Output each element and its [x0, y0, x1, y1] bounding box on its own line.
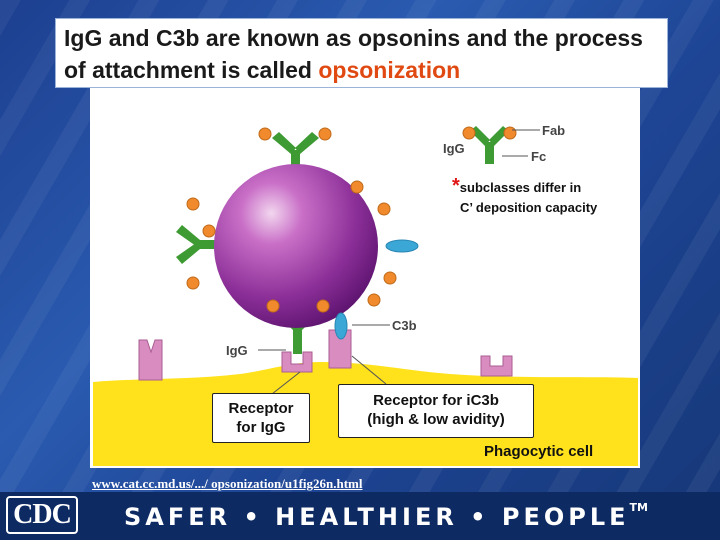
slogan-text: SAFER • HEALTHIER • PEOPLE: [124, 503, 630, 531]
legend-fc-label: Fc: [531, 149, 546, 164]
c3b-fragment-right: [385, 239, 419, 253]
title-accent: opsonization: [318, 57, 461, 83]
receptor-ic3b-line-2: (high & low avidity): [367, 411, 505, 428]
receptor-ic3b-label: Receptor for iC3b (high & low avidity): [338, 384, 534, 438]
note-line-2: C’ deposition capacity: [460, 200, 598, 215]
receptor-igg-label: Receptor for IgG: [212, 393, 310, 443]
note-asterisk: *: [452, 175, 460, 197]
cdc-logo: CDC: [6, 496, 78, 534]
receptor-igg: [281, 351, 313, 373]
legend-fab-label: Fab: [542, 123, 565, 138]
antibody-legend: [470, 126, 509, 164]
c3b-fragment-bottom: [334, 312, 348, 340]
antibody-left: [176, 225, 222, 264]
legend-igg-label: IgG: [443, 141, 465, 156]
source-link[interactable]: www.cat.cc.md.us/.../ opsonization/u1fig…: [92, 476, 363, 491]
phagocytic-cell-label: Phagocytic cell: [484, 443, 594, 460]
receptor-igg-line-1: Receptor: [228, 400, 294, 417]
pointer-lines: [258, 129, 540, 395]
complement-dots: [186, 126, 517, 313]
antibody-top: [272, 132, 319, 178]
receptor-igg-line-2: for IgG: [236, 419, 286, 436]
receptor-right: [480, 355, 513, 377]
title-text: IgG and C3b are known as opsonins and th…: [64, 25, 643, 83]
igg-label: IgG: [226, 343, 248, 358]
receptor-left: [138, 339, 163, 381]
bacterium: [214, 164, 378, 328]
slide-title: IgG and C3b are known as opsonins and th…: [55, 18, 668, 88]
footer-slogan: SAFER • HEALTHIER • PEOPLETM: [124, 501, 648, 531]
subclass-note: *subclasses differ in C’ deposition capa…: [452, 176, 597, 218]
note-line-1: subclasses differ in: [459, 180, 582, 195]
trademark-mark: TM: [629, 501, 648, 514]
receptor-ic3b: [328, 329, 352, 369]
receptor-ic3b-line-1: Receptor for iC3b: [373, 392, 499, 409]
c3b-label: C3b: [392, 318, 417, 333]
footer-bar: [0, 492, 720, 540]
